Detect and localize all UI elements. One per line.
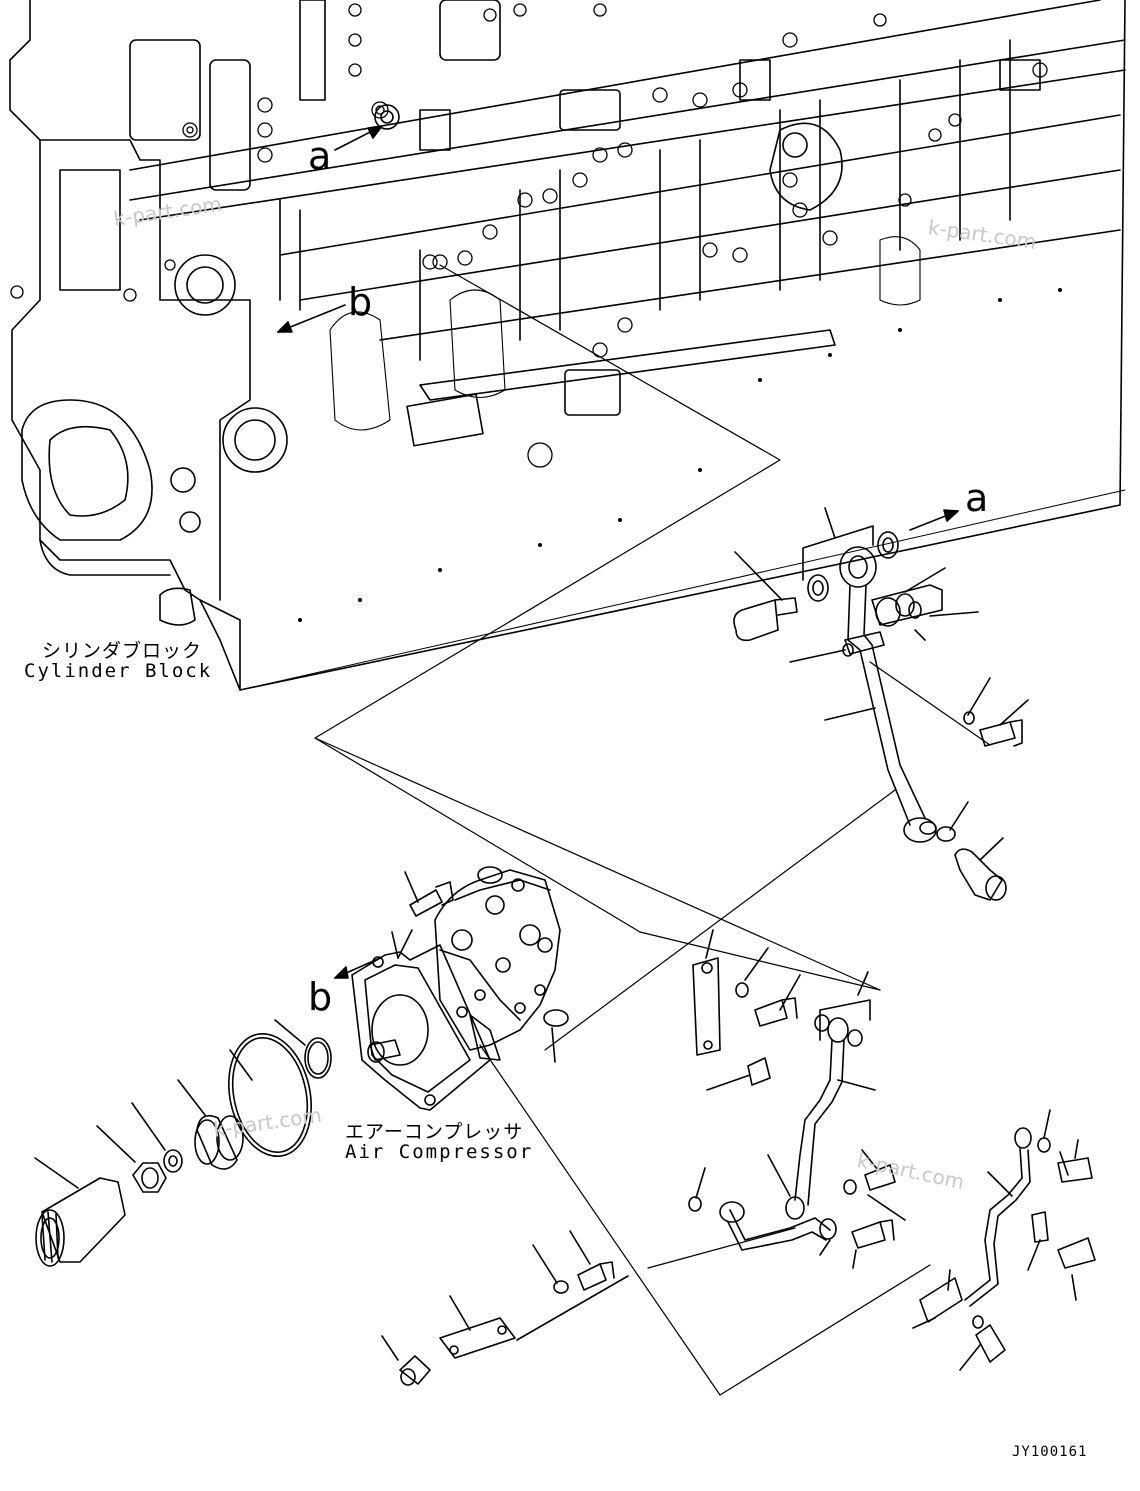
callout-b-lower: b — [308, 975, 333, 1019]
cylinder-block-drawing — [9, 0, 1126, 691]
reference-lines — [314, 264, 991, 1396]
drawing-code: JY100161 — [1012, 1444, 1088, 1460]
air-compressor-label-jp: エアーコンプレッサ — [345, 1121, 524, 1143]
bracket-hardware — [381, 1230, 629, 1386]
callout-a-right: a — [965, 476, 989, 520]
air-compressor-drawing — [334, 866, 569, 1111]
oil-pipe-assembly — [733, 507, 1029, 901]
cylinder-block-label-en: Cylinder Block — [24, 660, 213, 682]
cylinder-block-label-jp: シリンダブロック — [42, 640, 203, 662]
callout-a-upper: a — [308, 134, 332, 178]
callout-b-upper: b — [348, 280, 373, 324]
coupling-parts — [34, 1019, 332, 1267]
air-compressor-label-en: Air Compressor — [345, 1141, 534, 1163]
lower-pipe-assembly — [688, 929, 1096, 1371]
